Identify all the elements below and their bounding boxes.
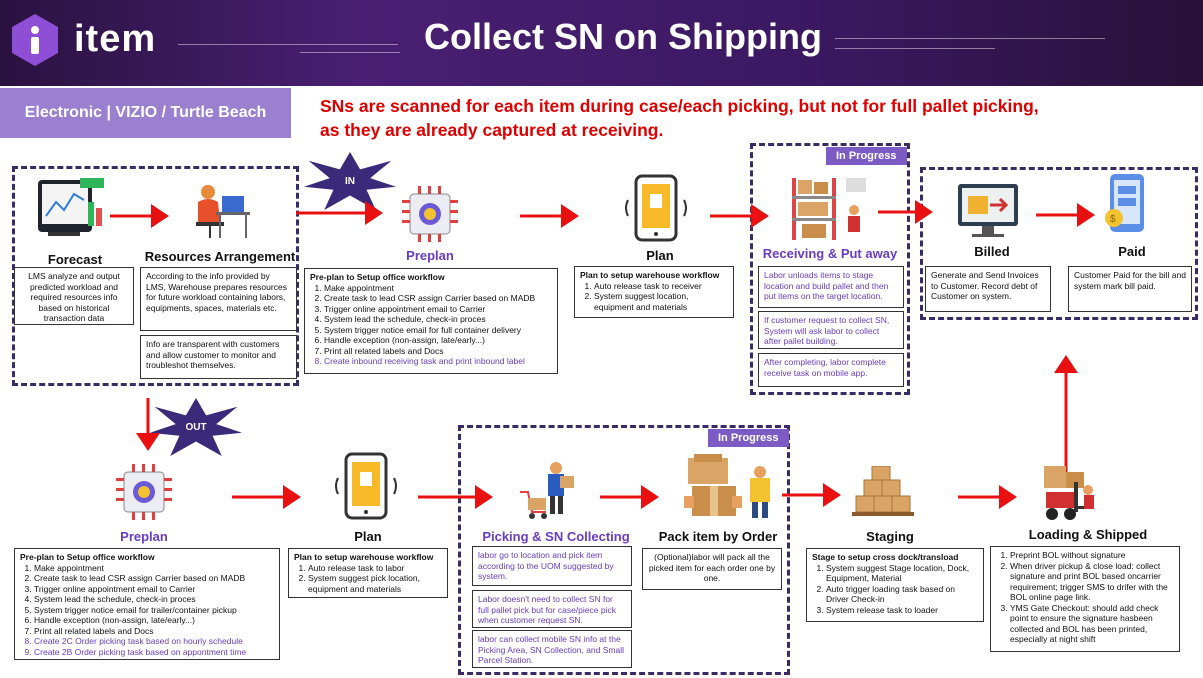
- staging-item: System release task to loader: [826, 605, 978, 616]
- preplan-in-item: Trigger online appointment email to Carr…: [324, 304, 552, 315]
- plan-out-item: Auto release task to labor: [308, 563, 442, 574]
- forecast-chart-icon: [38, 178, 104, 236]
- preplan-out-box: Pre-plan to Setup office workflow Make a…: [14, 548, 280, 660]
- billing-monitor-icon: [958, 184, 1018, 237]
- header-divider: [178, 44, 398, 45]
- preplan-out-item: Create 2B Order picking task based on ap…: [34, 647, 274, 658]
- chip-icon: [116, 464, 172, 520]
- preplan-in-heading: Pre-plan to Setup office workflow: [310, 272, 445, 282]
- preplan-in-item: Create task to lead CSR assign Carrier b…: [324, 293, 552, 304]
- preplan-out-item: Create 2C Order picking task based on ho…: [34, 636, 274, 647]
- plan-out-item: System suggest pick location, equipment …: [308, 573, 442, 594]
- staging-item: System suggest Stage location, Dock, Equ…: [826, 563, 978, 584]
- plan-out-box: Plan to setup warehouse workflow Auto re…: [288, 548, 448, 598]
- preplan-out-item: Trigger online appointment email to Carr…: [34, 584, 274, 595]
- logo-stem: [31, 37, 39, 54]
- preplan-out-heading: Pre-plan to Setup office workflow: [20, 552, 155, 562]
- preplan-in-label: Preplan: [406, 248, 454, 263]
- in-progress-badge: In Progress: [826, 147, 907, 165]
- forecast-label: Forecast: [47, 252, 103, 267]
- worker-desk-icon: [196, 185, 250, 238]
- plan-out-label: Plan: [354, 529, 382, 544]
- receiving-desc: Labor unloads items to stage location an…: [758, 266, 904, 308]
- plan-in-label: Plan: [646, 248, 674, 263]
- preplan-in-box: Pre-plan to Setup office workflow Make a…: [304, 268, 558, 374]
- header-divider: [835, 48, 995, 49]
- staging-label: Staging: [866, 529, 914, 544]
- packing-worker-icon: [684, 454, 770, 518]
- receiving-complete-desc: After completing, labor complete receive…: [758, 353, 904, 387]
- pack-label: Pack item by Order: [658, 529, 778, 544]
- paid-label: Paid: [1118, 244, 1146, 259]
- in-progress-badge: In Progress: [708, 429, 789, 447]
- warehouse-rack-icon: [792, 178, 866, 240]
- loading-item: Preprint BOL without signature: [1010, 550, 1174, 561]
- header-divider: [300, 52, 400, 53]
- picking-sn-desc: Labor doesn't need to collect SN for ful…: [472, 590, 632, 628]
- svg-text:$: $: [1110, 214, 1116, 225]
- page-title: Collect SN on Shipping: [424, 16, 822, 57]
- header-banner: [0, 0, 1203, 86]
- staging-item: Auto trigger loading task based on Drive…: [826, 584, 978, 605]
- paid-desc: Customer Paid for the bill and system ma…: [1068, 266, 1192, 312]
- forklift-loading-icon: [1044, 466, 1094, 520]
- plan-out-heading: Plan to setup warehouse workflow: [294, 552, 434, 562]
- picking-desc: labor go to location and pick item accor…: [472, 546, 632, 586]
- pack-desc: (Optional)labor will pack all the picked…: [642, 548, 782, 590]
- preplan-in-item: Make appointment: [324, 283, 552, 294]
- red-note: SNs are scanned for each item during cas…: [320, 94, 1180, 142]
- plan-in-heading: Plan to setup warehouse workflow: [580, 270, 720, 280]
- picking-label: Picking & SN Collecting: [482, 529, 630, 544]
- preplan-out-item: Make appointment: [34, 563, 274, 574]
- preplan-in-item: Print all related labels and Docs: [324, 346, 552, 357]
- payment-phone-icon: $: [1105, 174, 1144, 232]
- plan-in-item: System suggest location, equipment and m…: [594, 291, 728, 312]
- receiving-group: [750, 143, 910, 395]
- loading-item: YMS Gate Checkout: should add check poin…: [1010, 603, 1174, 645]
- loading-item: When driver pickup & close load: collect…: [1010, 561, 1174, 603]
- logo-text: item: [74, 18, 157, 60]
- note-line-1: SNs are scanned for each item during cas…: [320, 96, 1039, 116]
- customer-tag: Electronic | VIZIO / Turtle Beach: [0, 88, 291, 138]
- note-line-2: as they are already captured at receivin…: [320, 120, 664, 140]
- billing-group: [920, 167, 1198, 320]
- picking-mobile-desc: labor can collect mobile SN info at the …: [472, 630, 632, 668]
- plan-in-item: Auto release task to receiver: [594, 281, 728, 292]
- forecast-desc: LMS analyze and output predicted workloa…: [14, 267, 134, 325]
- loading-label: Loading & Shipped: [1028, 527, 1148, 542]
- billed-desc: Generate and Send Invoices to Customer. …: [925, 266, 1051, 312]
- stacked-boxes-icon: [852, 466, 914, 516]
- staging-heading: Stage to setup cross dock/transload: [812, 552, 959, 562]
- preplan-out-item: Print all related labels and Docs: [34, 626, 274, 637]
- picking-group: [458, 425, 790, 675]
- preplan-out-item: System trigger notice email for trailer/…: [34, 605, 274, 616]
- picking-worker-icon: [520, 462, 574, 519]
- receiving-sn-desc: If customer request to collect SN, Syste…: [758, 311, 904, 349]
- billed-label: Billed: [974, 244, 1010, 259]
- preplan-in-item: System trigger notice email for full con…: [324, 325, 552, 336]
- receiving-label: Receiving & Put away: [762, 246, 898, 261]
- logo-dot: [31, 26, 39, 34]
- preplan-out-item: Handle exception (non-assign, late/early…: [34, 615, 274, 626]
- preplan-in-item: Create inbound receiving task and print …: [324, 356, 552, 367]
- resources-transparency: Info are transparent with customers and …: [140, 335, 297, 379]
- preplan-out-item: System lead the schedule, check-in proce…: [34, 594, 274, 605]
- preplan-in-item: System lead the schedule, check-in proce…: [324, 314, 552, 325]
- loading-box: Preprint BOL without signature When driv…: [990, 546, 1180, 652]
- preplan-out-item: Create task to lead CSR assign Carrier b…: [34, 573, 274, 584]
- chip-icon: [402, 186, 458, 242]
- plan-in-box: Plan to setup warehouse workflow Auto re…: [574, 266, 734, 318]
- mobile-phone-icon: [625, 174, 687, 242]
- staging-box: Stage to setup cross dock/transload Syst…: [806, 548, 984, 622]
- resources-desc: According to the info provided by LMS, W…: [140, 267, 297, 331]
- preplan-in-item: Handle exception (non-assign, late/early…: [324, 335, 552, 346]
- inbound-prep-group: [12, 166, 299, 386]
- preplan-out-label: Preplan: [120, 529, 168, 544]
- header-divider: [835, 38, 1105, 39]
- mobile-phone-icon: [335, 452, 397, 520]
- resources-label: Resources Arrangement: [144, 249, 296, 264]
